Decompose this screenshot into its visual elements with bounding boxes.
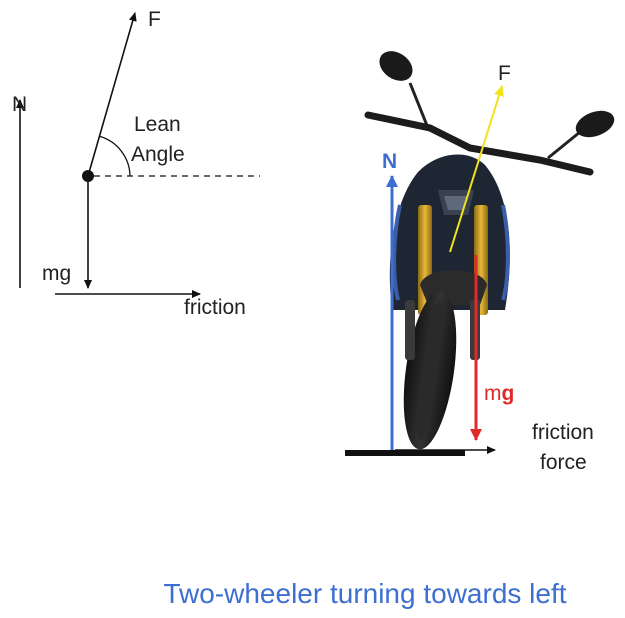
resultant-force-label: F — [148, 8, 161, 31]
weight-label: mg — [42, 262, 71, 285]
motorcycle-weight-label: mg — [484, 382, 514, 405]
motorcycle-friction-label-line1: friction — [532, 421, 594, 444]
ground-bar — [345, 450, 465, 456]
lean-angle-arc — [99, 135, 131, 177]
motorcycle-illustration — [345, 51, 615, 456]
motorcycle-weight-label-m: m — [484, 382, 502, 405]
figure-caption: Two-wheeler turning towards left — [163, 578, 567, 609]
resultant-force-arrow — [87, 12, 137, 177]
handlebar — [364, 111, 594, 176]
right-mirror — [575, 110, 615, 138]
friction-label: friction — [184, 296, 246, 319]
lean-angle-label-line1: Lean — [134, 113, 181, 136]
free-body-diagram: N F Lean Angle mg friction — [12, 8, 260, 319]
motorcycle-force-label: F — [498, 62, 511, 85]
motorcycle-normal-label: N — [382, 150, 397, 173]
left-mirror — [379, 51, 413, 81]
motorcycle-weight-label-g: g — [502, 382, 515, 405]
lean-angle-label-line2: Angle — [131, 143, 185, 166]
motorcycle-force-arrows: F N mg friction force — [382, 62, 594, 474]
motorcycle-friction-label-line2: force — [540, 451, 587, 474]
motorcycle-resultant-arrow — [449, 85, 504, 253]
center-of-mass-dot — [82, 170, 94, 182]
normal-force-label: N — [12, 93, 27, 116]
